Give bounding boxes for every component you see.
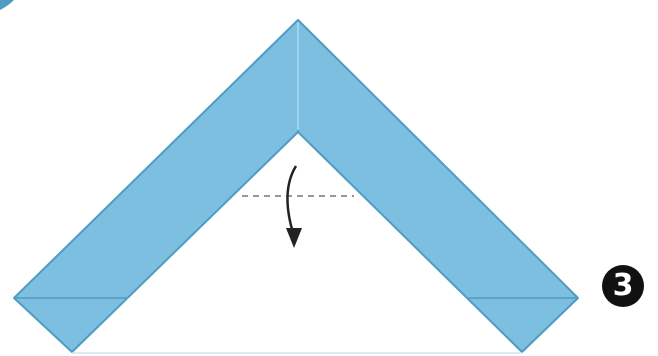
paper-left-arm	[13, 19, 299, 353]
paper-right-arm	[297, 19, 579, 353]
curved-down-arrow-icon	[286, 165, 302, 248]
step-number-badge: 3	[602, 265, 644, 307]
corner-mark-icon	[0, 0, 14, 10]
